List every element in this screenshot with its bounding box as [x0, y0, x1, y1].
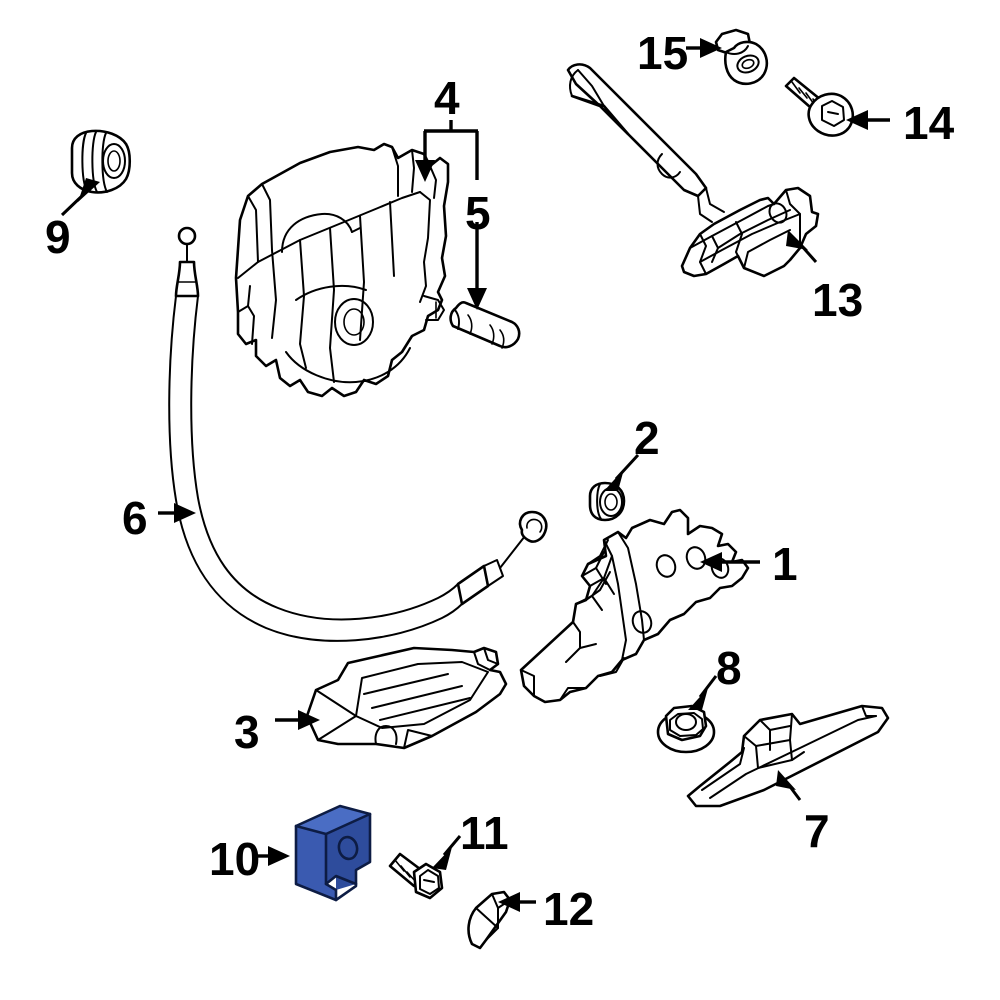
part-5-actuator-pin — [449, 301, 521, 349]
leader-11 — [432, 835, 462, 870]
callout-label-10[interactable]: 10 — [209, 833, 261, 885]
leader-14 — [846, 110, 890, 130]
callout-label-12[interactable]: 12 — [543, 883, 595, 935]
callout-label-4[interactable]: 4 — [434, 72, 460, 124]
callout-label-5[interactable]: 5 — [465, 187, 491, 239]
callout-label-11[interactable]: 11 — [460, 807, 509, 859]
part-2-latch-grommet-plug — [588, 481, 626, 522]
part-6-release-cable — [168, 226, 548, 642]
part-15-handle-pivot-screw — [714, 28, 769, 86]
part-13-inside-handle-lever — [566, 63, 820, 278]
leader-6 — [158, 503, 196, 523]
callout-label-3[interactable]: 3 — [234, 706, 260, 758]
leader-9 — [60, 178, 100, 217]
part-14-handle-mounting-screw — [784, 76, 854, 137]
part-12-lock-rod-clip — [467, 890, 512, 950]
leader-8 — [688, 675, 718, 710]
leader-13 — [786, 230, 818, 263]
part-1-door-latch-assembly — [519, 508, 750, 704]
part-9-cable-grommet — [70, 129, 132, 194]
callout-label-15[interactable]: 15 — [637, 27, 689, 79]
leader-1 — [700, 552, 760, 572]
leader-5 — [467, 222, 487, 310]
callout-label-6[interactable]: 6 — [122, 492, 148, 544]
leader-4 — [415, 120, 479, 182]
leader-3 — [275, 710, 320, 730]
callout-label-13[interactable]: 13 — [812, 274, 864, 326]
callout-label-2[interactable]: 2 — [634, 412, 660, 464]
callout-label-9[interactable]: 9 — [45, 211, 71, 263]
part-7-door-striker-bolt — [686, 704, 890, 808]
callout-label-8[interactable]: 8 — [716, 642, 742, 694]
callout-label-14[interactable]: 14 — [903, 97, 955, 149]
callout-label-7[interactable]: 7 — [804, 805, 830, 857]
part-8-striker-flange-nut — [656, 704, 716, 754]
leader-7 — [776, 770, 802, 801]
part-3-latch-reinforcement-plate — [305, 646, 508, 750]
callout-label-1[interactable]: 1 — [772, 538, 798, 590]
leader-15 — [686, 38, 722, 58]
leader-10 — [254, 846, 290, 866]
leader-12 — [498, 892, 536, 912]
leader-2 — [604, 453, 640, 491]
part-4-lock-actuator-housing — [234, 142, 450, 398]
part-10-latch-retainer-clip — [294, 804, 372, 902]
part-11-retainer-screw — [388, 852, 444, 900]
